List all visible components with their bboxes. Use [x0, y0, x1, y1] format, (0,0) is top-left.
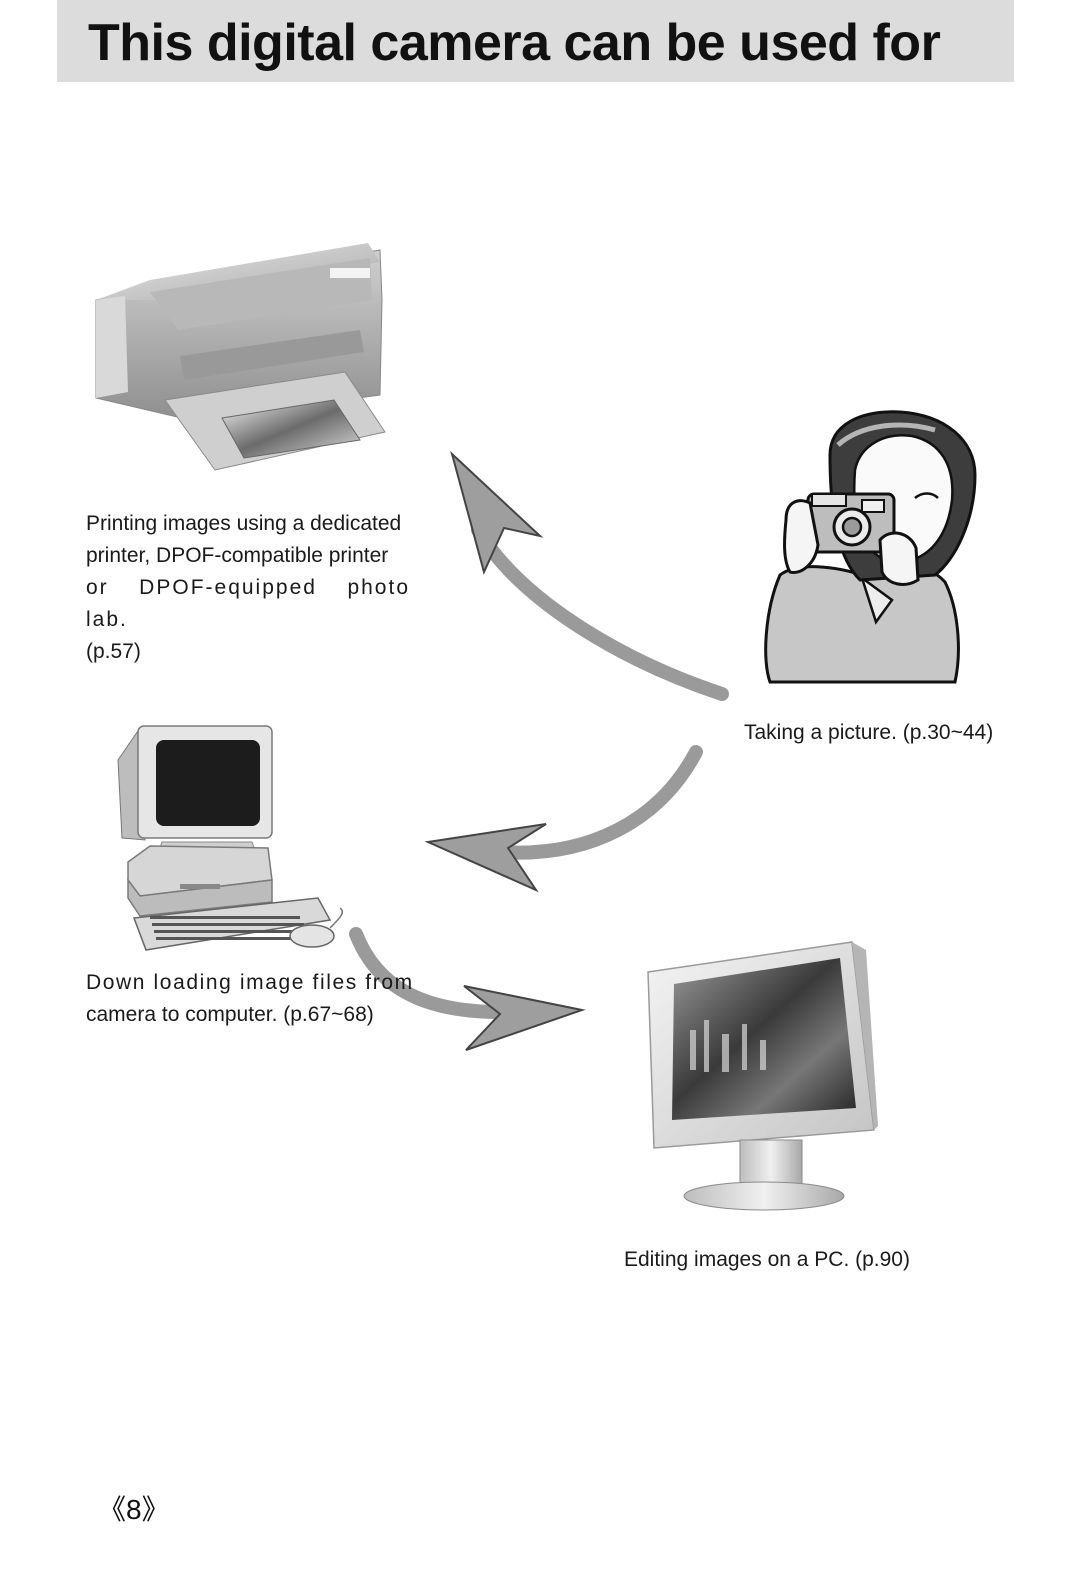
printing-caption-line-2: printer, DPOF-compatible printer: [86, 544, 389, 567]
lcd-monitor-icon: [647, 941, 878, 1211]
printing-caption-line-3: or DPOF-equipped photo lab.: [86, 576, 410, 631]
editing-caption: Editing images on a PC. (p.90): [624, 1248, 910, 1271]
photographer-icon: [764, 410, 977, 684]
desktop-computer-icon: [117, 725, 344, 951]
downloading-caption-line-2: camera to computer. (p.67~68): [86, 1003, 374, 1026]
printing-caption-line-1: Printing images using a dedicated: [86, 512, 402, 535]
printer-icon: [95, 243, 386, 471]
downloading-caption: Down loading image files from camera to …: [86, 967, 416, 1031]
arrow-camera-to-computer: [424, 745, 703, 893]
title-bar: [57, 0, 1014, 82]
printing-caption: Printing images using a dedicated printe…: [86, 508, 410, 668]
taking-caption: Taking a picture. (p.30~44): [744, 721, 994, 744]
printing-caption-line-4: (p.57): [86, 640, 141, 663]
arrow-camera-to-printer: [450, 450, 729, 701]
page-title: This digital camera can be used for: [88, 14, 941, 72]
downloading-caption-line-1: Down loading image files from: [86, 971, 414, 994]
arrow-computer-to-monitor: [349, 927, 586, 1051]
page-number: 《8》: [98, 1494, 170, 1525]
